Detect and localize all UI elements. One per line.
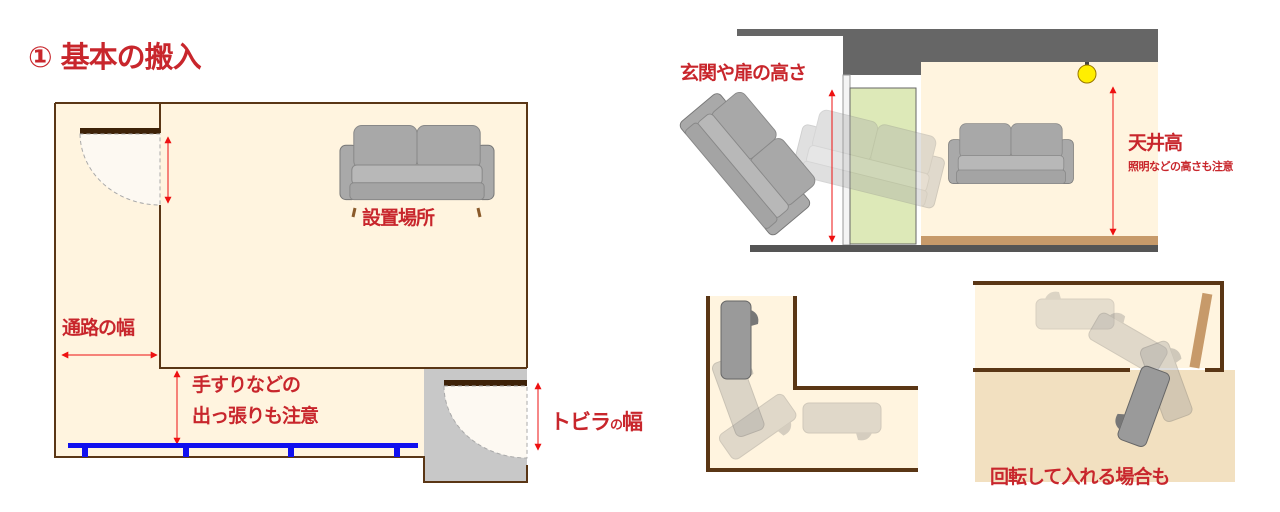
ceiling-light bbox=[1077, 64, 1097, 84]
placement-label: 設置場所 bbox=[362, 207, 435, 229]
door-bottom-right bbox=[444, 380, 527, 386]
sofa-leg bbox=[351, 207, 357, 218]
room-floor bbox=[975, 370, 1235, 482]
protrusion-label-line1: 手すりなどの bbox=[192, 374, 301, 396]
door-width-label-end: 幅 bbox=[622, 410, 643, 434]
door-swing-bottom-right bbox=[443, 385, 528, 459]
passage-width-label: 通路の幅 bbox=[62, 317, 135, 339]
wood-floor bbox=[921, 236, 1158, 245]
open-door-plank bbox=[1189, 292, 1213, 369]
door-width-label: トビラの幅 bbox=[550, 406, 643, 436]
door-top-left bbox=[80, 128, 160, 134]
floor-plan bbox=[54, 102, 542, 483]
page-title: ① 基本の搬入 bbox=[28, 40, 202, 74]
elevation-view bbox=[677, 29, 1158, 252]
door-header bbox=[843, 62, 921, 75]
ceiling-height-label: 天井高 bbox=[1128, 132, 1183, 154]
floor bbox=[750, 245, 1158, 252]
door-swing-top-left bbox=[79, 133, 161, 206]
door-width-label-particle: の bbox=[610, 418, 623, 433]
plan-walls bbox=[54, 102, 528, 483]
ceiling-note: 照明などの高さも注意 bbox=[1128, 160, 1234, 173]
hall-walls bbox=[973, 281, 1224, 372]
protrusion-label-line2: 出っ張りも注意 bbox=[192, 405, 319, 427]
handrail bbox=[68, 443, 418, 457]
ceiling-block bbox=[843, 29, 1158, 62]
sofa-leg bbox=[476, 207, 482, 218]
sofa-inside bbox=[948, 123, 1074, 185]
corner-corridor-view bbox=[706, 296, 918, 472]
rotation-view bbox=[973, 281, 1235, 482]
door-width-label-main: トビラ bbox=[550, 410, 611, 434]
entrance-height-label: 玄関や扉の高さ bbox=[680, 62, 807, 84]
rotate-label: 回転して入れる場合も bbox=[990, 466, 1170, 488]
corridor-walls bbox=[706, 296, 918, 472]
sofa-placed bbox=[339, 125, 495, 201]
